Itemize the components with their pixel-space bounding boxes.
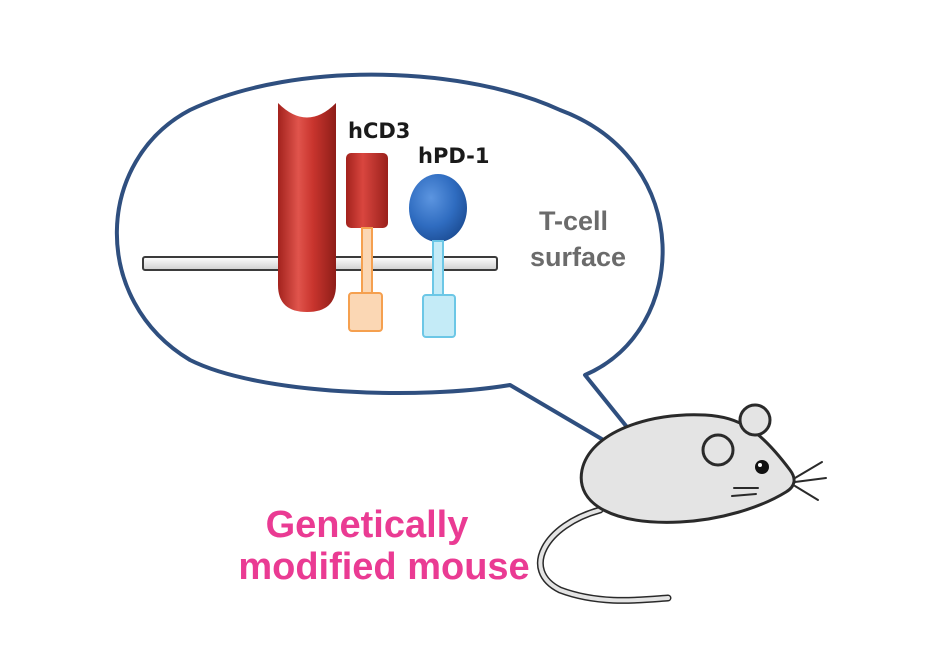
surface-label: surface xyxy=(530,242,626,272)
mouse-ear-front xyxy=(701,433,735,467)
mouse-tail xyxy=(537,506,672,604)
hcd3-large-receptor xyxy=(278,103,336,312)
mouse-ear-back xyxy=(738,403,772,437)
mouse-illustration xyxy=(537,403,827,604)
hcd3-small-receptor xyxy=(346,153,388,332)
hpd1-label: hPD-1 xyxy=(418,144,490,168)
hpd1-receptor xyxy=(409,174,467,338)
hcd3-label: hCD3 xyxy=(348,119,410,143)
caption-line-2: modified mouse xyxy=(238,546,529,588)
tcell-label: T-cell xyxy=(539,206,608,236)
mouse-eye xyxy=(755,460,769,474)
speech-bubble xyxy=(114,72,670,480)
mouse-whiskers xyxy=(731,461,827,501)
caption-line-1: Genetically xyxy=(266,504,469,546)
